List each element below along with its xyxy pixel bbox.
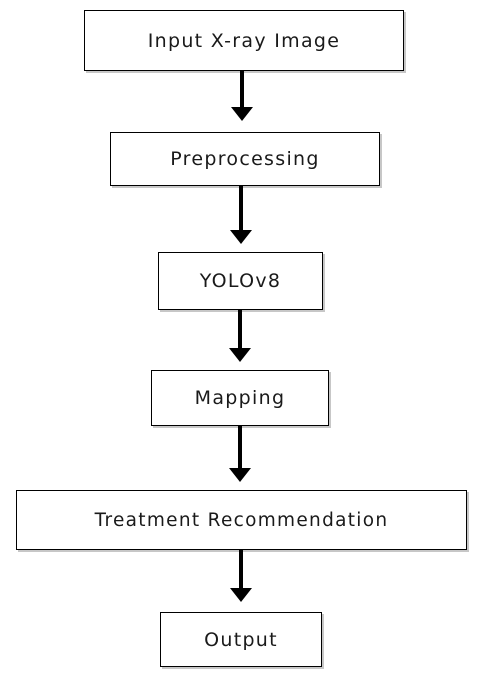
step-input-xray-image: Input X-ray Image xyxy=(84,10,404,71)
step-preprocessing: Preprocessing xyxy=(110,132,380,186)
step-label: Preprocessing xyxy=(170,148,320,170)
step-label: YOLOv8 xyxy=(199,270,282,292)
step-label: Output xyxy=(204,628,278,651)
step-treatment-recommendation: Treatment Recommendation xyxy=(16,490,467,550)
step-label: Mapping xyxy=(194,387,286,409)
step-label: Input X-ray Image xyxy=(147,29,341,52)
step-mapping: Mapping xyxy=(151,370,329,426)
step-label: Treatment Recommendation xyxy=(94,509,389,531)
step-yolov8: YOLOv8 xyxy=(158,252,323,310)
step-output: Output xyxy=(160,612,322,667)
